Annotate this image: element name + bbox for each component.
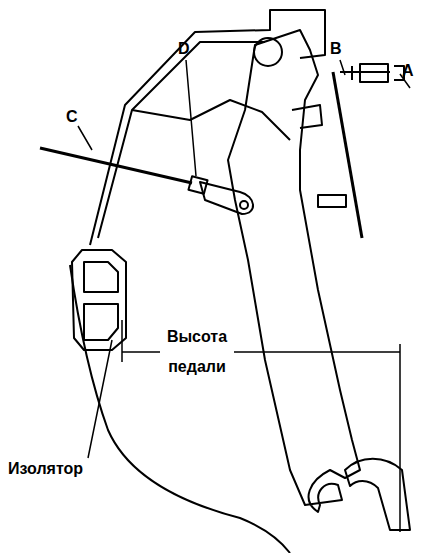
adjust-bolt bbox=[340, 64, 404, 82]
dimension-line bbox=[122, 320, 400, 532]
callout-letter: A bbox=[402, 62, 414, 80]
cable bbox=[40, 148, 192, 183]
pedal-lever bbox=[200, 182, 253, 214]
leader-line bbox=[78, 60, 410, 458]
dimension-label: Высота педали bbox=[160, 322, 234, 382]
callout-letter: B bbox=[330, 40, 342, 58]
callout-letter: D bbox=[178, 40, 190, 58]
stopper-plate bbox=[333, 72, 362, 238]
insulator bbox=[72, 250, 126, 350]
part-label: Изолятор bbox=[8, 460, 83, 478]
pedal-pivot bbox=[254, 38, 282, 66]
pedal-bracket bbox=[90, 10, 325, 245]
switch-tab bbox=[292, 105, 322, 128]
callout-letter: C bbox=[66, 108, 78, 126]
insulator-inner bbox=[84, 262, 118, 340]
clevis bbox=[188, 176, 207, 194]
bracket-side bbox=[132, 100, 290, 140]
switch-body bbox=[318, 195, 346, 207]
bracket-flange bbox=[98, 42, 265, 238]
pedal-arm bbox=[228, 30, 360, 512]
lever-hole bbox=[240, 201, 248, 209]
